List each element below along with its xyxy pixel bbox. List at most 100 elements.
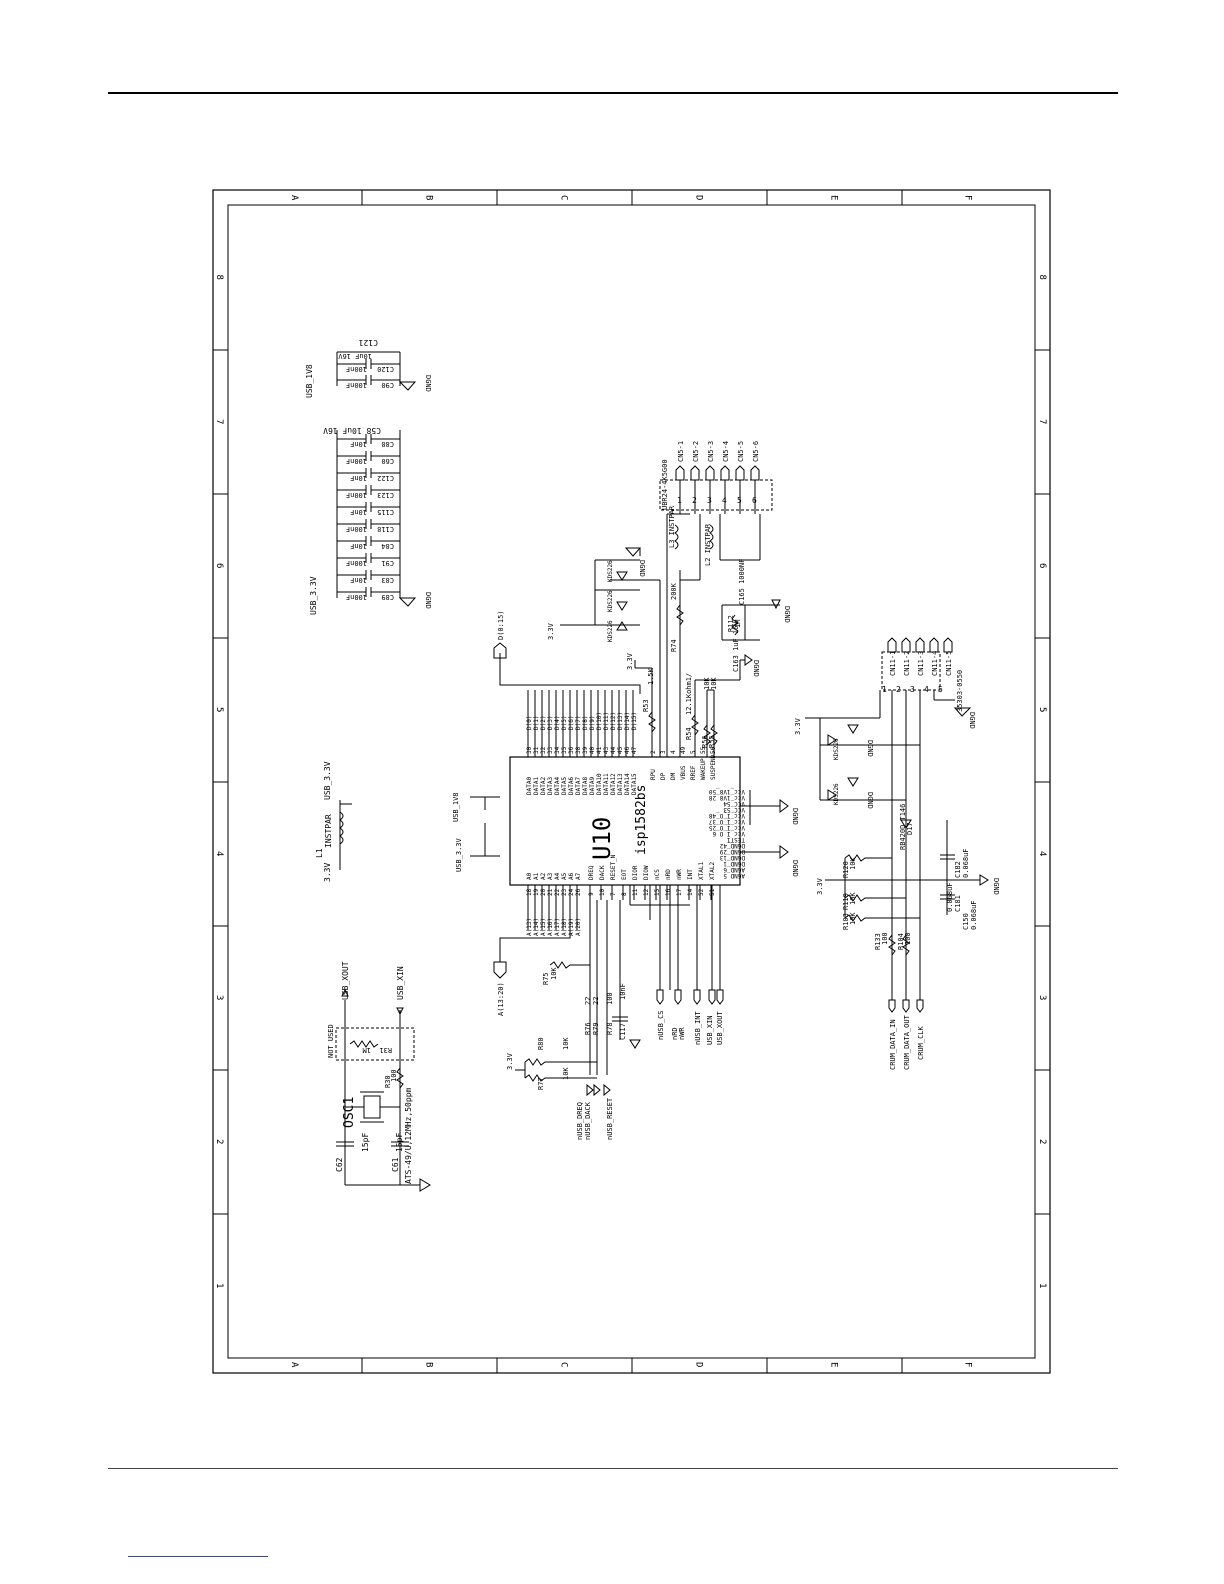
dgnd-ic-a: DGND (791, 860, 799, 877)
data-pin-net: D(1) (533, 716, 540, 730)
not-used-label: NOT USED (327, 1024, 335, 1058)
ground-symbol (398, 381, 417, 391)
data-pin-number: 32 (540, 746, 547, 754)
addr-pin-net: A(20) (575, 918, 582, 936)
ctrl-pin-number: 16 (665, 888, 672, 896)
c150-value: 0.068uF (970, 900, 978, 930)
data-pin-net: D(13) (617, 712, 624, 730)
data-pin-net: D(12) (610, 712, 617, 730)
ctrl-pin-name: INT (687, 869, 694, 880)
ctrl-pin-name: DIOR (632, 865, 639, 880)
net-3v3-crum: 3.3V (794, 717, 802, 735)
net-nusb-cs: nUSB_CS (657, 1010, 665, 1040)
rb420d-label: RB420D T146 (899, 804, 907, 850)
dgnd-usb: DGND (783, 606, 791, 623)
data-pin-net: D(2) (540, 716, 547, 730)
dgnd-ic-b: DGND (791, 808, 799, 825)
addr-pin-name: A7 (575, 872, 582, 880)
data-pin-name: DATA12 (610, 773, 617, 795)
r112-value: 1M (734, 620, 742, 628)
c62-label: C62 (335, 1157, 344, 1172)
ic-u10-body (509, 756, 741, 886)
usb-pin-number: 3 (707, 496, 712, 505)
r55-value: 10K (710, 677, 718, 690)
data-pin-number: 33 (547, 746, 554, 754)
usb-pin-label: CN5-2 (692, 441, 700, 462)
r120-value: 10K (849, 857, 857, 870)
c181-label: C181 (954, 895, 962, 912)
cap-ref: C122 (377, 474, 394, 482)
net-usb-xin-ic: USB_XIN (706, 1015, 714, 1045)
usb-pin-name: DM (670, 772, 677, 780)
data-pin-net: D(15) (631, 712, 638, 730)
frame-row-label-left: 3 (214, 995, 224, 1000)
frame-row-label-right: 2 (1037, 1139, 1047, 1144)
r76-label: R76 (584, 1022, 592, 1035)
crum-pin-number: 3 (910, 685, 915, 694)
frame-row-label-right: 1 (1037, 1283, 1047, 1288)
data-pin-net: D(8) (582, 716, 589, 730)
net-nusb-dack: nUSB_DACK (584, 1101, 592, 1140)
data-pin-name: DATA6 (568, 777, 575, 795)
usb-pin-terminal (720, 465, 730, 481)
frame-col-label-top: B (424, 195, 434, 200)
c58-label: C58 10uF 16V (323, 426, 381, 435)
crum-pin-terminal (901, 637, 911, 653)
crum-pin-terminal (915, 637, 925, 653)
r74-label: R74 (670, 639, 678, 652)
r78-value: 100 (606, 992, 614, 1005)
usb-front-end (560, 513, 781, 757)
oscillator-circuit (335, 988, 431, 1192)
ctrl-pin-number: 12 (643, 888, 650, 896)
cap-value: 100nF (346, 525, 367, 533)
net-nrd: nRD (671, 1027, 679, 1040)
data-pin-net: D(0) (526, 716, 533, 730)
net-usb-3v3-caps: USB_3.3V (309, 576, 318, 615)
addr-pin-name: A0 (526, 872, 533, 880)
data-pin-number: 34 (554, 746, 561, 754)
usb-pin-number: 5 (737, 496, 742, 505)
osc1-label: OSC1 (342, 1097, 357, 1128)
cap-value: 100nF (346, 365, 367, 373)
data-pin-name: DATA8 (582, 777, 589, 795)
footer-link-underline[interactable] (128, 1556, 268, 1557)
address-bus (493, 930, 571, 979)
net-3v3-rpu: 3.3V (626, 652, 634, 670)
addr-pin-name: A5 (561, 872, 568, 880)
r75-value: 10K (550, 967, 558, 980)
ctrl-pin-number: 7 (610, 892, 617, 896)
d17-label: D17 (906, 822, 914, 835)
cap-ref: C115 (377, 508, 394, 516)
frame-row-label-right: 7 (1037, 419, 1047, 424)
dgnd-crum-caps: DGND (992, 878, 1000, 895)
addr-pin-number: 22 (554, 888, 561, 896)
r74-value: 200K (670, 582, 678, 600)
r120-label: R120 (842, 861, 850, 878)
diode-c-label: KDS226 (607, 620, 614, 642)
power-pin-name: Vcc_I_O_48 (708, 812, 745, 819)
l1-label: L1 (315, 848, 324, 858)
cap-ref: C88 (381, 440, 394, 448)
dgnd-crum-a: DGND (866, 740, 874, 757)
cap-value: 10nF (350, 576, 367, 584)
net-usb-3v3-l1: USB_3.3V (323, 761, 332, 800)
usb-pin-name: RREF (690, 765, 697, 780)
frame-col-label-top: F (963, 195, 973, 200)
usb-connector (659, 479, 773, 511)
ground-symbols-ic (740, 790, 789, 859)
usb-pin-label: CN5-4 (722, 441, 730, 462)
frame-row-label-right: 4 (1037, 851, 1047, 856)
r77-value: 10K (562, 1067, 570, 1080)
power-pin-name: DGND_1 (723, 860, 745, 867)
c121-value: 10uF 16V (337, 352, 372, 360)
data-pin-name: DATA13 (617, 773, 624, 795)
net-usb-xout: USB_XOUT (341, 961, 350, 1000)
power-pin-name: Vcc_1V8_28 (708, 794, 745, 801)
cap-ref: C60 (381, 457, 394, 465)
data-pin-number: 35 (561, 746, 568, 754)
ctrl-pin-name: DREQ (588, 865, 595, 880)
diode-b-label: KDS226 (607, 590, 614, 612)
r104-value: 100 (904, 932, 912, 945)
